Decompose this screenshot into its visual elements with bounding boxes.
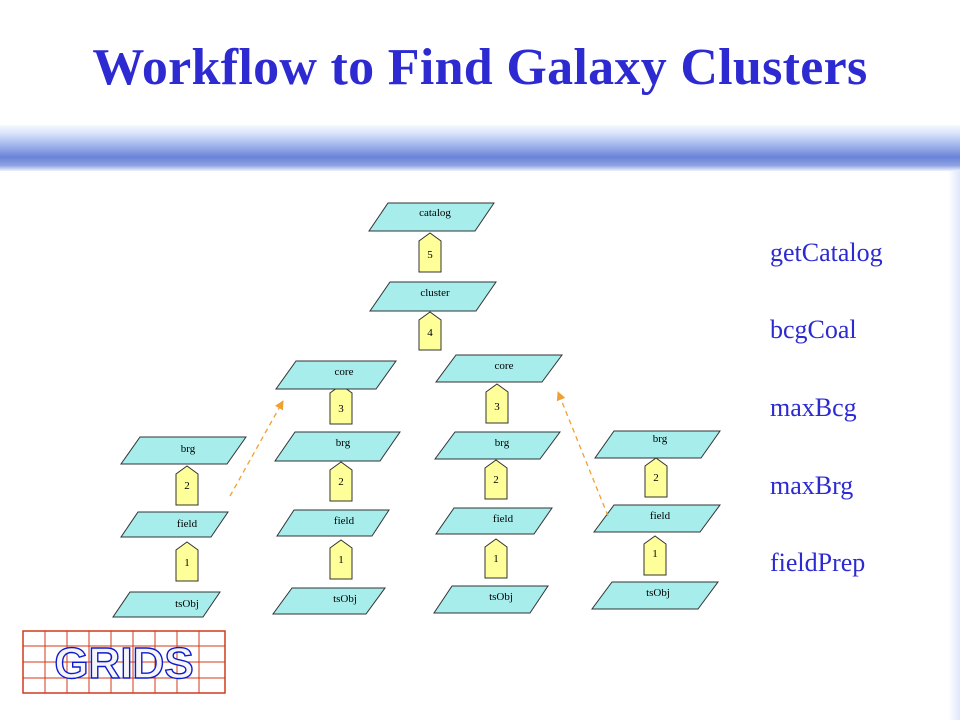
right-edge-gradient [948, 171, 960, 720]
brg-node [434, 431, 561, 460]
tsobj-node [112, 591, 221, 618]
step-1-label: 1 [652, 548, 658, 560]
tsobj-label: tsObj [646, 587, 670, 599]
dashed-arrow-right [556, 391, 609, 517]
tsobj-label: tsObj [333, 593, 357, 605]
step-2-label: 2 [338, 476, 344, 488]
field-node [435, 507, 553, 535]
slide-title: Workflow to Find Galaxy Clusters [92, 39, 868, 96]
step-2-box [644, 457, 668, 498]
brg-node [274, 431, 401, 462]
core-label: core [495, 360, 514, 372]
core-label: core [335, 366, 354, 378]
step-5-box [418, 232, 442, 273]
catalog-node [368, 202, 495, 232]
step-1-box [484, 538, 508, 579]
core-node [435, 354, 563, 383]
legend-fieldprep: fieldPrep [770, 548, 866, 577]
field-label: field [650, 510, 671, 522]
field-node [276, 509, 390, 537]
step-1-label: 1 [338, 554, 344, 566]
step-2-box [484, 459, 508, 500]
legend-maxbrg: maxBrg [770, 471, 854, 500]
legend-bcgcoal: bcgCoal [770, 315, 857, 344]
brg-label: brg [495, 437, 510, 449]
brg-label: brg [181, 443, 196, 455]
grids-logo: GRIDS [22, 630, 226, 694]
step-1-label: 1 [184, 557, 190, 569]
step-4-box [418, 311, 442, 351]
tsobj-node [591, 581, 719, 610]
column-4: tsObj 1 field 2 brg [591, 430, 721, 610]
legend-getcatalog: getCatalog [770, 238, 883, 267]
top-column: 4 cluster 5 catalog [368, 202, 497, 351]
step-1-label: 1 [493, 553, 499, 565]
legend-maxbcg: maxBcg [770, 393, 857, 422]
step-1-box [643, 535, 667, 576]
step-3-box [485, 383, 509, 424]
step-4-label: 4 [427, 327, 433, 339]
dashed-arrow-left [229, 400, 284, 497]
tsobj-label: tsObj [489, 591, 513, 603]
step-3-label: 3 [338, 403, 344, 415]
column-3: tsObj 1 field 2 brg 3 core [433, 354, 563, 614]
field-label: field [493, 513, 514, 525]
brg-node [594, 430, 721, 459]
field-label: field [177, 518, 198, 530]
step-2-label: 2 [653, 472, 659, 484]
cluster-label: cluster [420, 287, 450, 299]
field-node [593, 504, 721, 533]
step-2-label: 2 [493, 474, 499, 486]
brg-node [120, 436, 247, 465]
header-band [0, 125, 960, 171]
tsobj-node [433, 585, 549, 614]
cluster-node [369, 281, 497, 312]
brg-label: brg [336, 437, 351, 449]
brg-label: brg [653, 433, 668, 445]
step-2-box [175, 465, 199, 506]
step-1-box [329, 539, 353, 580]
step-3-label: 3 [494, 401, 500, 413]
catalog-label: catalog [419, 207, 451, 219]
step-2-box [329, 461, 353, 502]
tsobj-label: tsObj [175, 598, 199, 610]
column-2: tsObj 1 field 2 brg 3 core [272, 360, 401, 615]
tsobj-node [272, 587, 386, 615]
field-node [120, 511, 229, 538]
step-1-box [175, 541, 199, 582]
step-5-label: 5 [427, 249, 433, 261]
logo-grid-lines [23, 631, 225, 693]
field-label: field [334, 515, 355, 527]
step-2-label: 2 [184, 480, 190, 492]
core-node [275, 360, 397, 390]
column-1: tsObj 1 field 2 brg [112, 436, 247, 618]
logo-text: GRIDS [54, 639, 193, 688]
